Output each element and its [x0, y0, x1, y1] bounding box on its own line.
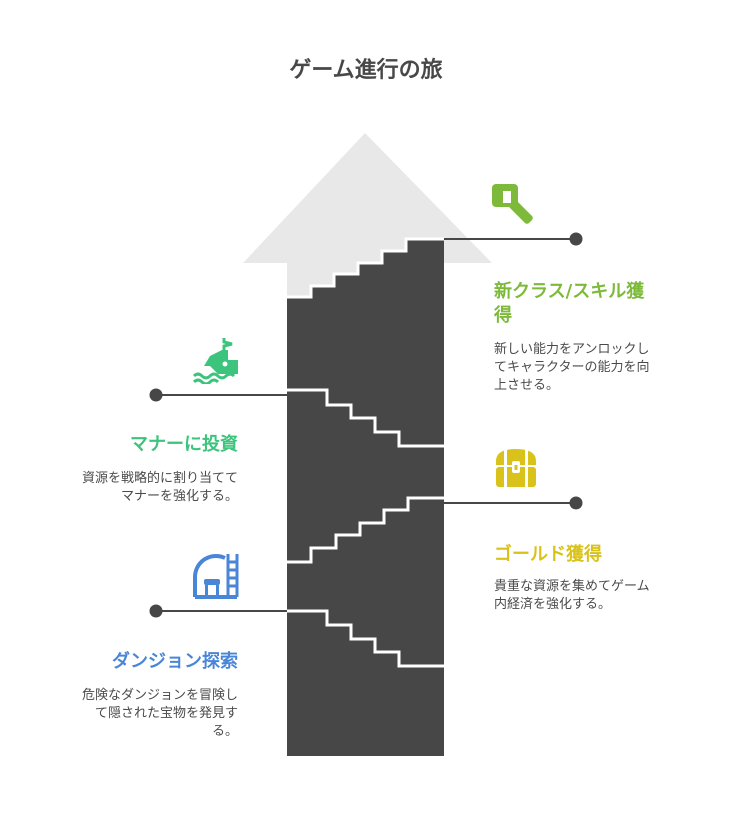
step-description-dungeon: 危険なダンジョンを冒険し て隠された宝物を発見す る。 [81, 688, 238, 739]
stair-edge-lower-descent [287, 609, 444, 668]
step-title-new-class: 新クラス/スキル獲 得 [494, 281, 645, 326]
stair-edge-upper-descent [287, 388, 444, 448]
step-title-gold: ゴールド獲得 [494, 544, 602, 565]
connector-dot-3 [569, 496, 583, 510]
step-description-invest-manor: 資源を戦略的に割り当てて マナーを強化する。 [81, 471, 238, 504]
step-description-gold: 貴重な資源を集めてゲーム 内経済を強化する。 [494, 579, 650, 612]
stair-edges [287, 237, 444, 668]
dungeon-gate-icon [192, 554, 239, 599]
stair-edge-middle-ascent [287, 496, 444, 564]
step-title-invest-manor: マナーに投資 [130, 434, 238, 455]
stair-edge-top [287, 237, 444, 299]
connector-dot-2 [149, 388, 163, 402]
connector-dot-1 [569, 232, 583, 246]
diagram-title: ゲーム進行の旅 [289, 58, 443, 83]
treasure-chest-icon [496, 449, 536, 487]
hand-pointing-icon [492, 184, 533, 224]
sinking-ship-icon [192, 338, 238, 384]
connector-dot-4 [149, 604, 163, 618]
step-title-dungeon: ダンジョン探索 [112, 651, 238, 672]
step-description-new-class: 新しい能力をアンロックし てキャラクターの能力を向 上させる。 [494, 342, 650, 393]
connectors [149, 232, 583, 618]
